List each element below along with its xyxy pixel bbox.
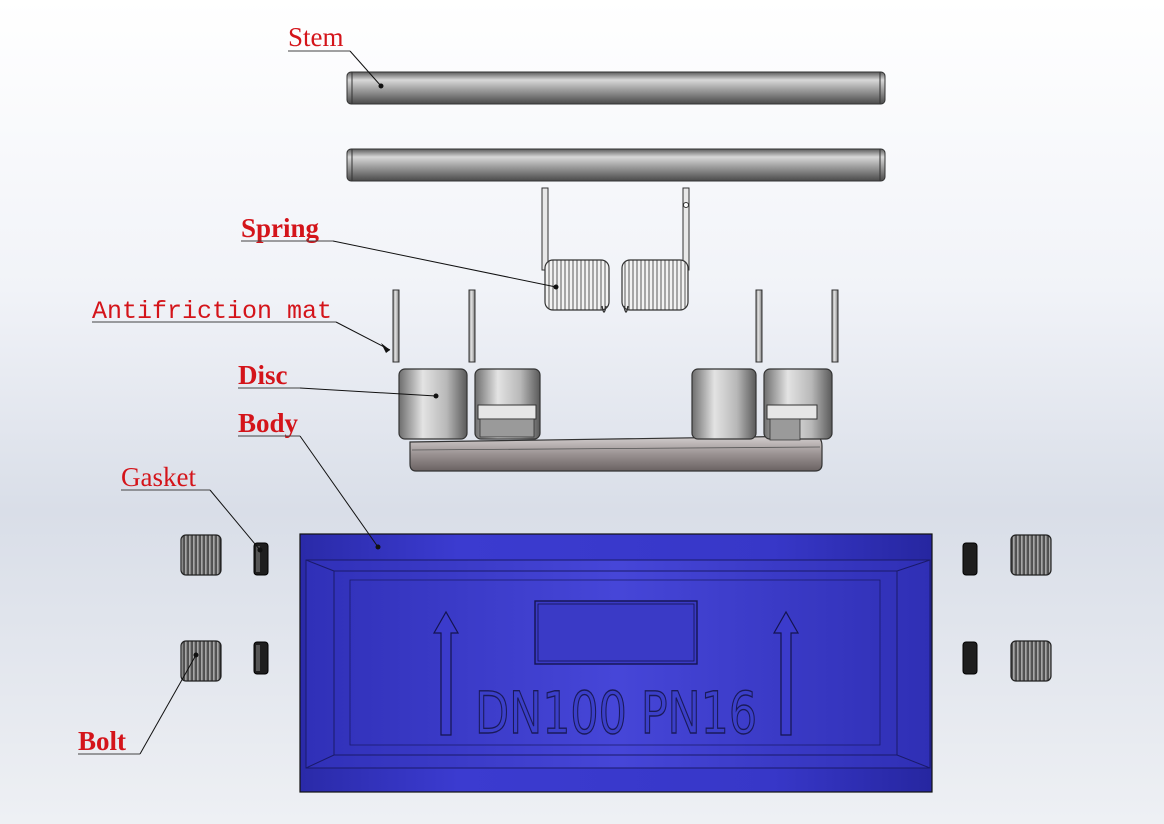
spring (541, 187, 690, 313)
body: DN100 PN16 (299, 533, 933, 793)
up-arrow-icon (432, 610, 460, 736)
svg-text:Body: Body (238, 408, 299, 438)
gaskets (253, 542, 978, 675)
svg-text:Bolt: Bolt (78, 726, 126, 756)
stem-rod-upper (346, 71, 886, 105)
label-gasket: Gasket (121, 462, 263, 553)
label-body: Body (238, 408, 381, 550)
antifriction-mats (392, 289, 839, 363)
bolts (180, 534, 1052, 682)
svg-text:Stem: Stem (288, 22, 344, 52)
stem-rod-lower (346, 148, 886, 182)
svg-text:Disc: Disc (238, 360, 288, 390)
disc (398, 368, 833, 472)
label-antifriction-mat: Antifriction mat (92, 297, 391, 353)
label-disc: Disc (238, 360, 439, 399)
body-marking: DN100 PN16 (475, 679, 757, 747)
label-spring: Spring (241, 213, 559, 290)
up-arrow-icon (772, 610, 800, 736)
svg-text:Gasket: Gasket (121, 462, 196, 492)
svg-text:Antifriction mat: Antifriction mat (92, 297, 332, 326)
label-bolt: Bolt (78, 652, 199, 756)
svg-text:Spring: Spring (241, 213, 320, 243)
label-stem: Stem (288, 22, 384, 89)
